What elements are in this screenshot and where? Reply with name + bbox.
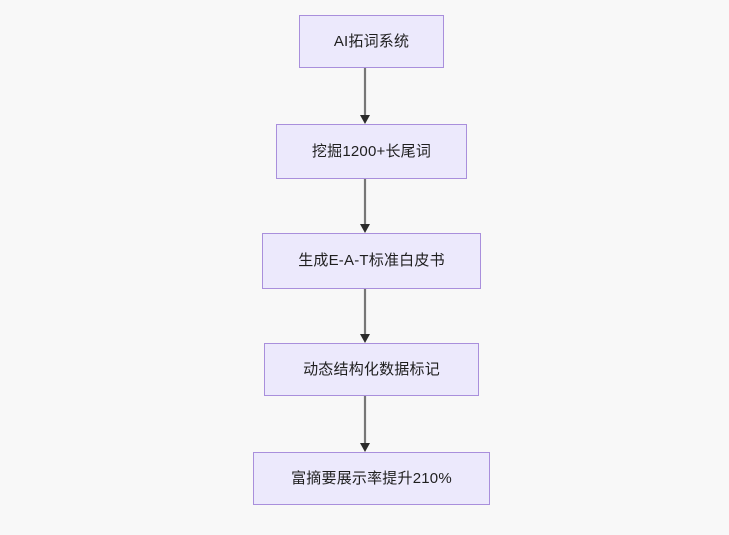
connector-node-3-to-node-4: [358, 289, 372, 343]
flow-node-mine-longtail-keywords[interactable]: 挖掘1200+长尾词: [276, 124, 467, 179]
connector-node-1-to-node-2: [358, 68, 372, 124]
flow-node-label: 生成E-A-T标准白皮书: [298, 252, 445, 269]
flow-node-label: AI拓词系统: [333, 32, 410, 50]
flow-node-label: 富摘要展示率提升210%: [291, 469, 452, 487]
flow-node-rich-snippet-impression-lift[interactable]: 富摘要展示率提升210%: [253, 452, 490, 505]
connector-node-4-to-node-5: [358, 396, 372, 452]
flow-node-label: 动态结构化数据标记: [303, 360, 440, 378]
arrow-down-icon: [360, 179, 370, 233]
flow-node-generate-eat-whitepaper[interactable]: 生成E-A-T标准白皮书: [262, 233, 481, 289]
connector-node-2-to-node-3: [358, 179, 372, 233]
flow-node-label: 挖掘1200+长尾词: [311, 142, 432, 160]
arrow-down-icon: [360, 289, 370, 343]
arrow-down-icon: [360, 68, 370, 124]
flow-node-ai-keyword-system[interactable]: AI拓词系统: [299, 15, 444, 68]
arrow-down-icon: [360, 396, 370, 452]
flow-node-dynamic-structured-data-markup[interactable]: 动态结构化数据标记: [264, 343, 479, 396]
